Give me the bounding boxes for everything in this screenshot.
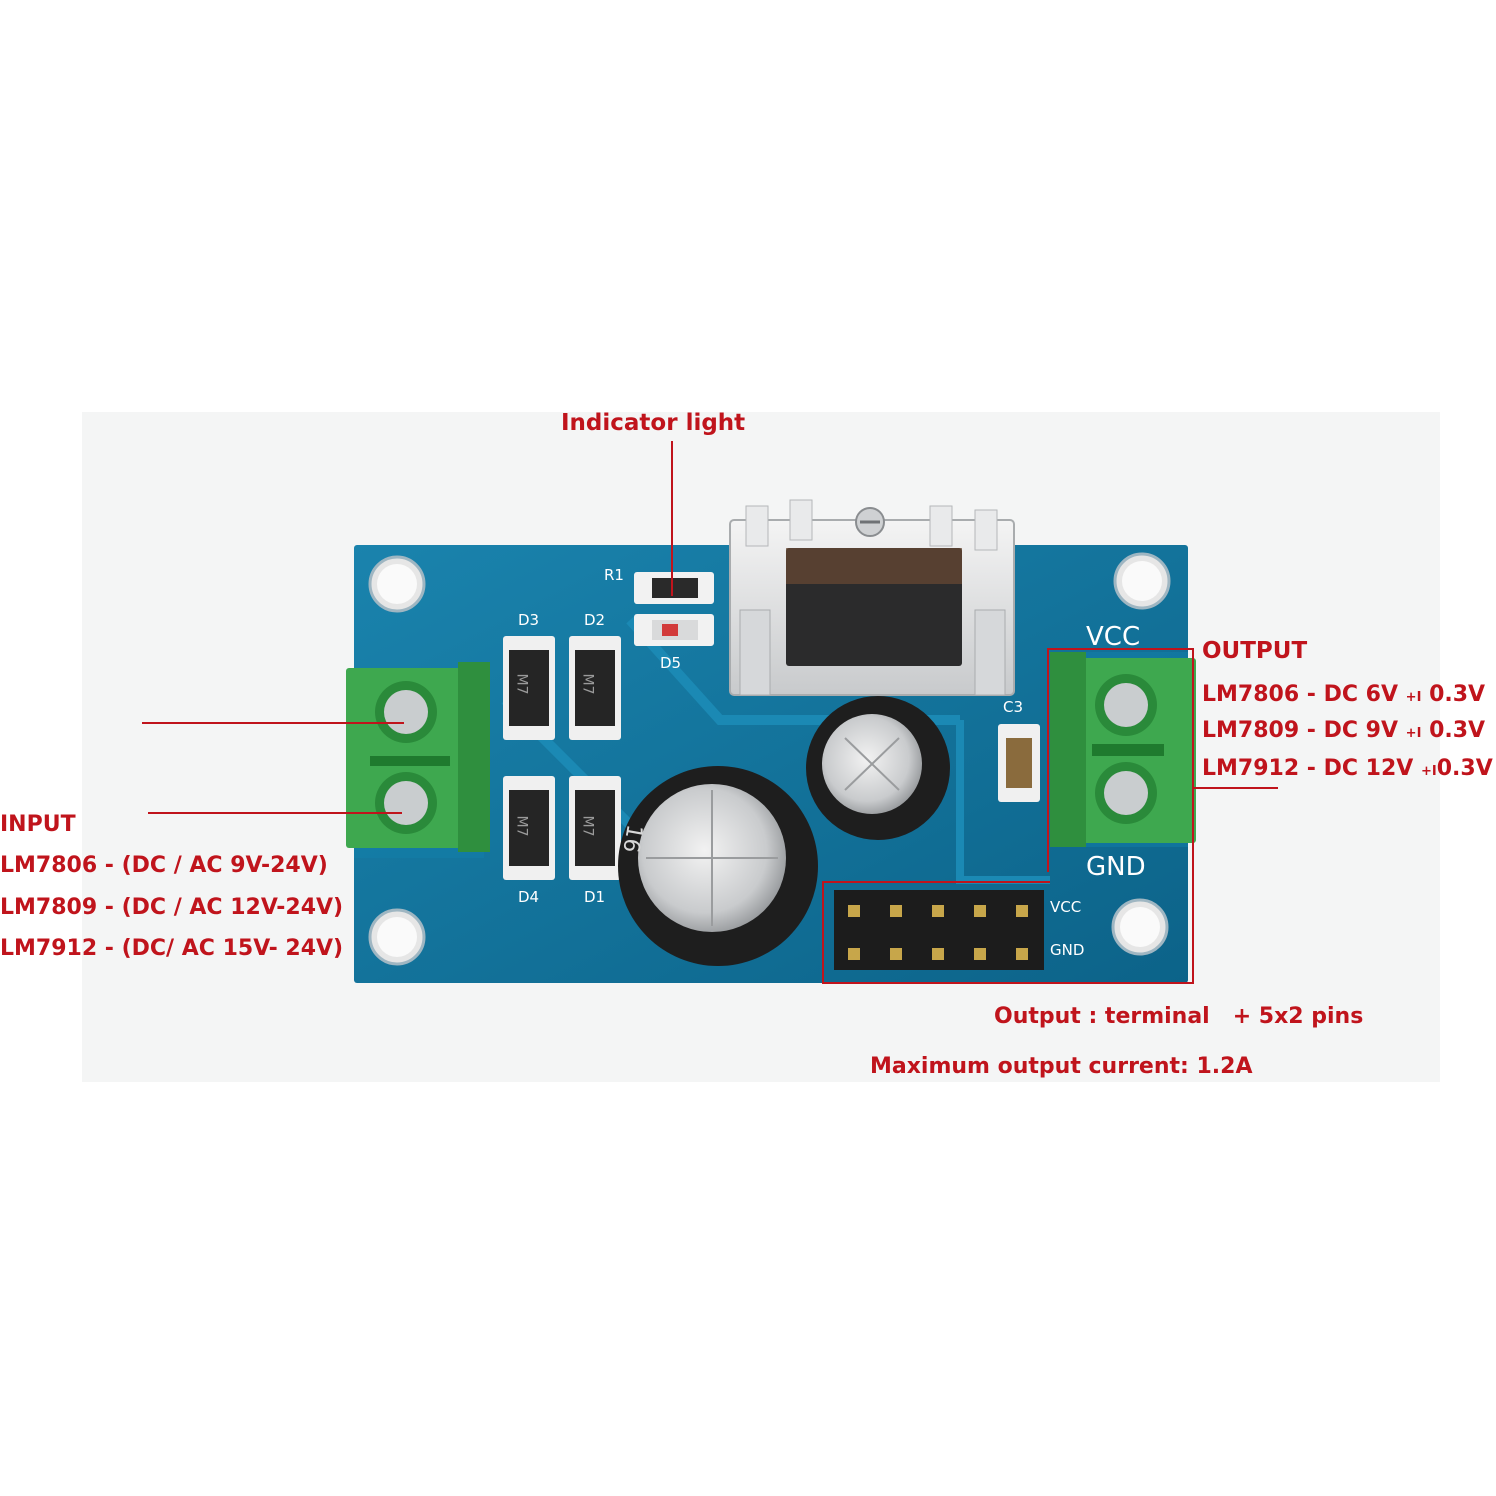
silk-r1: R1 (604, 566, 624, 584)
silk-d3: D3 (518, 611, 540, 629)
input-terminal-block (346, 662, 490, 852)
silk-gnd-small: GND (1050, 941, 1085, 959)
output-heading: OUTPUT (1202, 638, 1308, 664)
diode (569, 636, 621, 740)
diode-marking: M7 (579, 673, 596, 695)
diode-marking: M7 (579, 815, 596, 837)
diode-marking: M7 (513, 673, 530, 695)
indicator-light-label: Indicator light (561, 410, 746, 436)
input-leader-line-bottom (148, 812, 402, 814)
pins-box-bottom (822, 982, 1194, 984)
pins-box-top (822, 881, 1050, 883)
output-leader-line (1192, 787, 1278, 789)
input-spec-line: LM7806 - (DC / AC 9V-24V) (0, 853, 328, 878)
silk-c3: C3 (1003, 698, 1024, 716)
silk-d5: D5 (660, 654, 682, 672)
input-spec-line: LM7912 - (DC/ AC 15V- 24V) (0, 936, 344, 961)
mounting-hole (368, 908, 426, 966)
silk-gnd: GND (1086, 852, 1146, 882)
output-spec-line: LM7912 - DC 12V +I0.3V (1202, 756, 1493, 781)
indicator-leader-line (671, 441, 673, 596)
silk-d1: D1 (584, 888, 606, 906)
output-bracket-top (1047, 648, 1193, 650)
capacitor-c3 (998, 724, 1040, 802)
input-heading: INPUT (0, 812, 76, 837)
mounting-hole (1111, 898, 1169, 956)
pin-header-5x2 (834, 890, 1044, 970)
resistor-r1 (634, 572, 714, 604)
voltage-regulator (786, 507, 962, 666)
silk-d2: D2 (584, 611, 606, 629)
diode (503, 776, 555, 880)
silk-vcc: VCC (1086, 622, 1141, 652)
output-bracket-right (1192, 648, 1194, 984)
diode (569, 776, 621, 880)
diode-marking: M7 (513, 815, 530, 837)
diode (503, 636, 555, 740)
output-pins-label: Output : terminal + 5x2 pins (994, 1004, 1364, 1029)
silk-vcc-small: VCC (1050, 898, 1082, 916)
input-spec-line: LM7809 - (DC / AC 12V-24V) (0, 895, 344, 920)
max-current-label: Maximum output current: 1.2A (870, 1054, 1253, 1079)
led-d5 (634, 614, 714, 646)
output-terminal-block (1050, 652, 1196, 847)
output-bracket-left (1047, 648, 1049, 872)
capacitor-small (806, 696, 950, 840)
capacitor-marking: 16 (617, 822, 647, 855)
output-spec-line: LM7806 - DC 6V +I 0.3V (1202, 682, 1486, 707)
pins-box-left (822, 881, 824, 983)
silk-d4: D4 (518, 888, 540, 906)
mounting-hole (368, 555, 426, 613)
input-leader-line-top (142, 722, 404, 724)
output-spec-line: LM7809 - DC 9V +I 0.3V (1202, 718, 1486, 743)
capacitor-large (618, 766, 818, 966)
mounting-hole (1113, 552, 1171, 610)
